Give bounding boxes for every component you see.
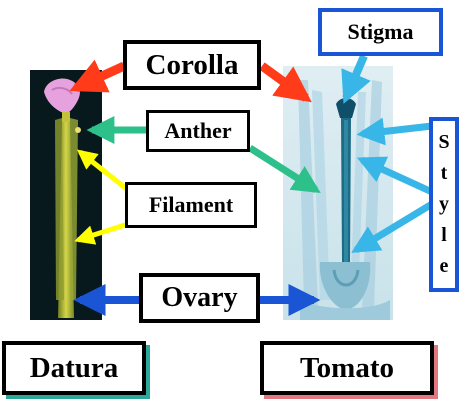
style-letter: t [440,162,448,184]
stigma-label: Stigma [318,8,443,56]
datura-label: Datura [2,341,146,395]
tomato-label: Tomato [260,341,434,395]
tomato-flower-photo [283,66,393,320]
corolla-arrow-datura [69,59,126,93]
style-letter: y [439,193,449,215]
anther-arrow-tomato [248,145,321,194]
ovary-label: Ovary [139,273,260,323]
corolla-label: Corolla [123,40,261,90]
style-arrow-lower [351,201,434,253]
style-arrow-middle [356,156,434,196]
filament-arrow-lower [74,221,129,245]
filament-arrow-upper [76,149,130,192]
datura-flower-photo [30,70,102,320]
style-letter: e [439,255,449,277]
style-arrow-upper [356,117,433,146]
stigma-arrow [341,54,371,104]
corolla-arrow-tomato [259,62,312,103]
style-label: S t y l e [429,117,459,292]
filament-label: Filament [125,182,257,228]
anther-label: Anther [146,110,250,152]
style-letter: S [438,131,450,153]
style-letter: l [441,224,447,246]
